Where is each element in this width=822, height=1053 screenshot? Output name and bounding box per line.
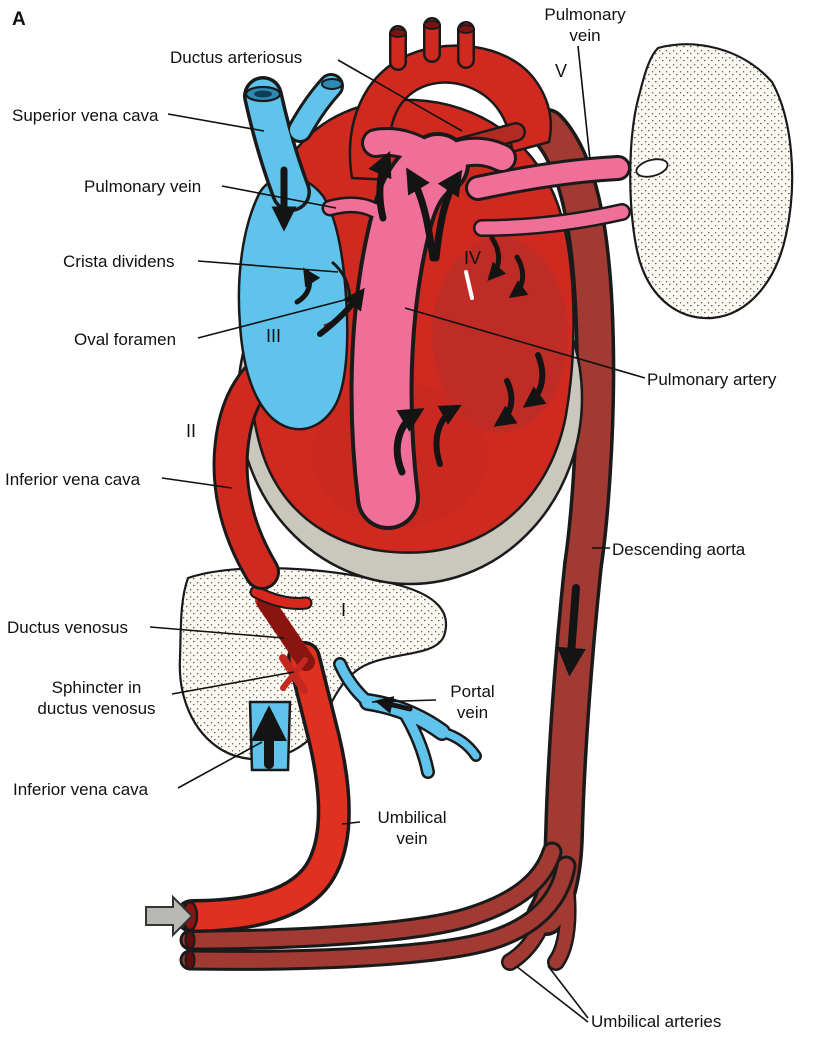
label-sphincter-in-ductus-venosus: Sphincter in ductus venosus	[37, 678, 156, 719]
label-umbilical-arteries: Umbilical arteries	[591, 1012, 722, 1031]
leader-inferior-vena-cava-upper	[161, 477, 233, 489]
leader-umbilical-arteries	[547, 965, 589, 1019]
label-ductus-arteriosus: Ductus arteriosus	[170, 48, 303, 67]
inferior-vena-cava-upper-vessel	[212, 350, 286, 590]
lung-hilum-slit	[635, 158, 669, 178]
label-inferior-vena-cava-lower: Inferior vena cava	[13, 780, 149, 799]
label-descending-aorta: Descending aorta	[612, 540, 746, 559]
left-ventricle-flow-arrow	[493, 378, 518, 427]
ascending-aorta-flow-arrow	[368, 151, 392, 222]
leader-portal-vein	[371, 699, 437, 703]
lung-shape	[629, 43, 794, 320]
label-portal-vein: Portal vein	[450, 682, 495, 723]
leader-pulmonary-vein-top	[577, 45, 591, 161]
umbilical-flow-arrow	[145, 894, 194, 938]
right-atrium-flow-arrow	[294, 267, 321, 305]
label-pulmonary-vein-top: Pulmonary vein	[544, 5, 626, 46]
right-pulmonary-artery-vessel	[468, 158, 628, 198]
leader-inferior-vena-cava-lower	[177, 741, 263, 789]
leader-pulmonary-vein-left	[221, 185, 337, 209]
label-crista-dividens: Crista dividens	[63, 252, 175, 271]
label-superior-vena-cava: Superior vena cava	[12, 106, 159, 125]
numeral-i: I	[341, 600, 347, 620]
right-pulmonary-vein-vessel	[475, 205, 629, 235]
ductus-venosus-vessel	[249, 585, 315, 694]
portal-vein-flow-arrow	[374, 696, 413, 714]
leader-ductus-venosus	[149, 626, 285, 639]
leader-ductus-arteriosus	[337, 59, 463, 132]
umbilical-vein-vessel	[175, 641, 351, 933]
label-ductus-venosus: Ductus venosus	[7, 618, 128, 637]
pulmonary-trunk-flow-arrow	[406, 167, 437, 262]
sphincter-vessel	[280, 657, 308, 691]
label-oval-foramen: Oval foramen	[74, 330, 177, 349]
right-ventricle-flow-arrow	[393, 408, 425, 476]
numeral-ii: II	[186, 421, 197, 441]
umbilical-artery-cut-end	[184, 950, 196, 970]
leader-umbilical-vein	[341, 821, 361, 825]
leader-umbilical-arteries	[515, 965, 589, 1023]
label-inferior-vena-cava-upper: Inferior vena cava	[5, 470, 141, 489]
label-umbilical-vein: Umbilical vein	[377, 808, 447, 849]
oval-foramen-flow-arrow	[317, 287, 365, 337]
left-atrium-flow-arrow	[487, 235, 507, 281]
numeral-v: V	[555, 61, 568, 81]
umbilical-artery-cut-end	[184, 930, 196, 950]
innominate-vein-cut-end	[321, 78, 343, 90]
left-ventricle-flow-arrow	[522, 352, 547, 408]
numeral-iii: III	[266, 326, 282, 346]
leader-superior-vena-cava	[167, 113, 265, 132]
leader-lines	[149, 45, 646, 1023]
leader-crista-dividens	[197, 260, 339, 273]
left-atrium-flow-arrow	[508, 254, 529, 299]
descending-aorta-vessel	[501, 108, 616, 971]
arch-branch-vessels	[389, 17, 475, 71]
pulmonary-trunk-flow-arrow	[432, 169, 463, 262]
label-pulmonary-artery: Pulmonary artery	[647, 370, 777, 389]
right-ventricle-flow-arrow	[433, 404, 462, 467]
left-pulmonary-vein-vessel	[324, 198, 380, 216]
umbilical-arteries-vessels	[179, 841, 577, 971]
leader-oval-foramen	[197, 297, 353, 339]
flow-arrows	[251, 151, 586, 769]
leader-sphincter	[171, 671, 295, 695]
leader-pulmonary-artery	[404, 307, 646, 379]
panel-label: A	[12, 9, 26, 30]
numeral-iv: IV	[464, 248, 482, 268]
hepatic-vein-stub	[251, 587, 311, 608]
valve-sliver	[464, 270, 474, 300]
label-pulmonary-vein-left: Pulmonary vein	[84, 177, 202, 196]
descending-aorta-flow-arrow	[557, 584, 586, 677]
